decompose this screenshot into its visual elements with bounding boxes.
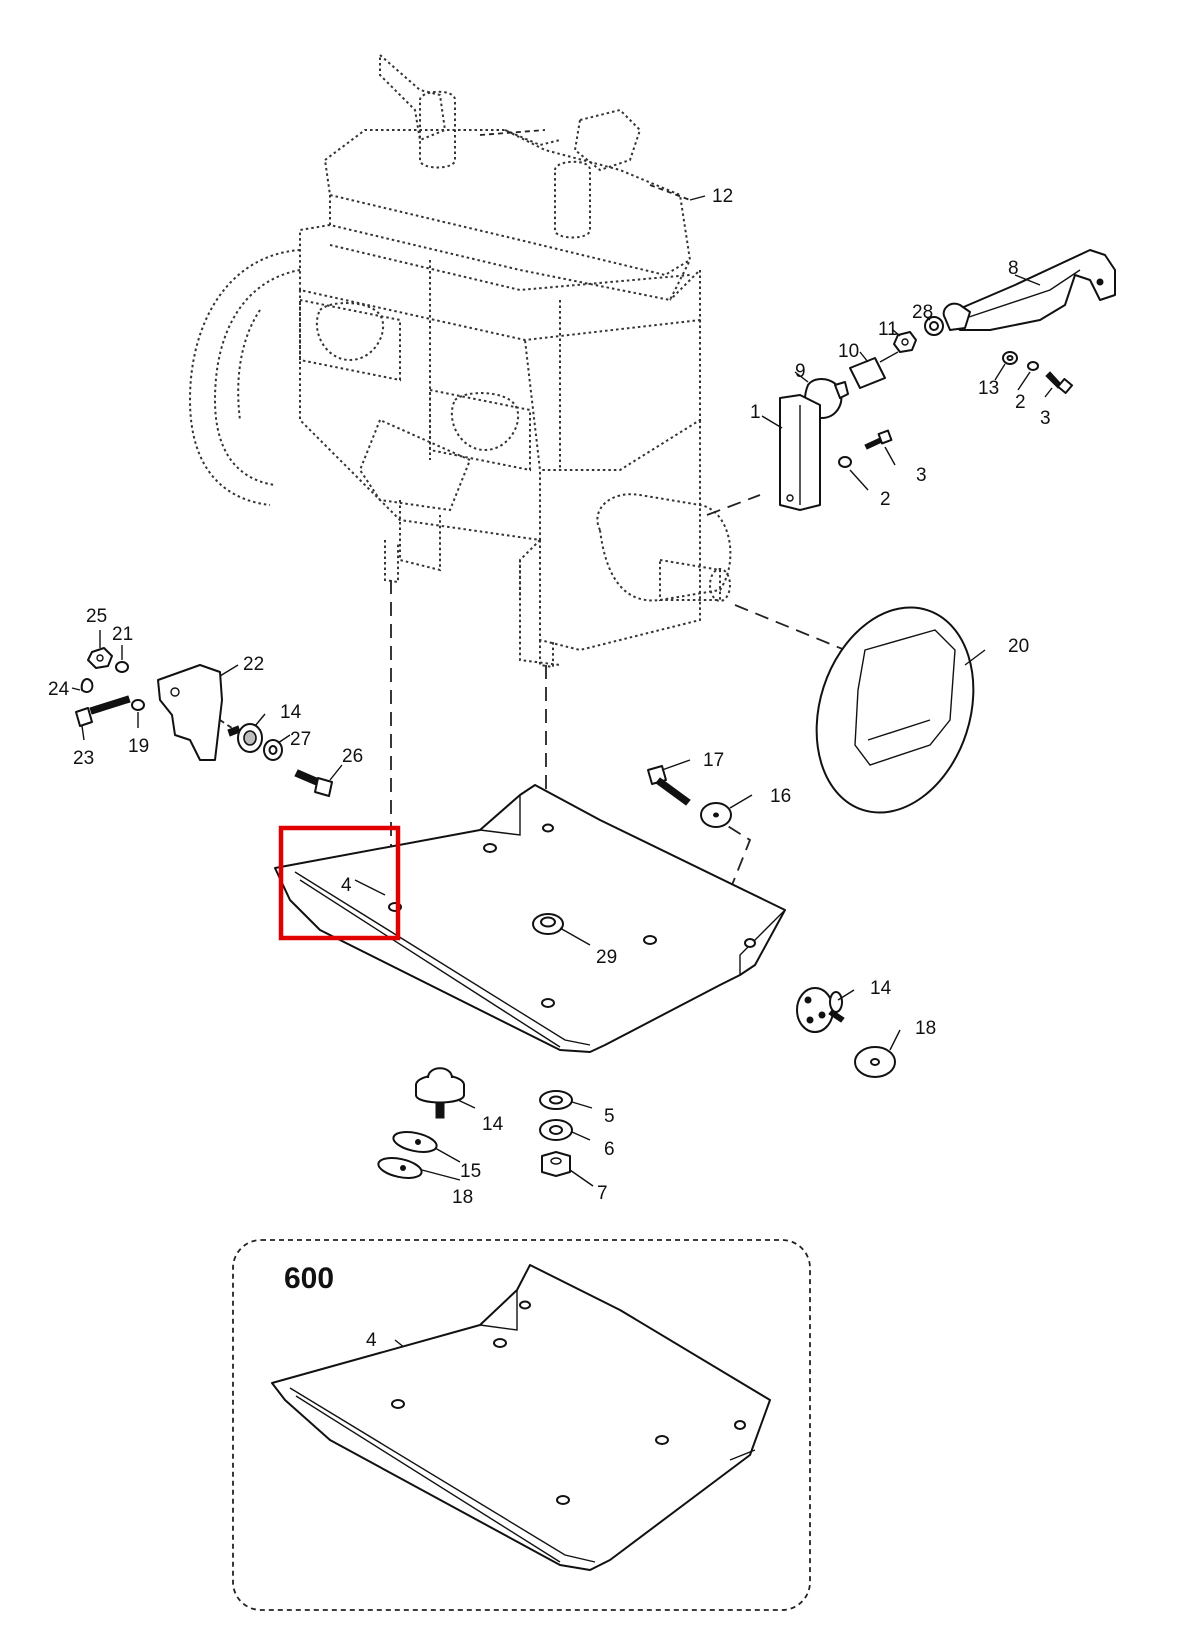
part-6-washer [539,1119,573,1141]
part-3-bolt-upper [1045,371,1074,395]
callout-28: 28 [912,302,933,323]
callout-18-right: 18 [915,1018,936,1039]
callout-21: 21 [112,624,133,645]
callout-24: 24 [48,679,70,700]
part-2-washer-lower [838,456,852,468]
callout-14-lower: 14 [482,1114,504,1135]
callout-5: 5 [604,1106,615,1127]
callout-19: 19 [128,736,149,757]
highlight-box [278,825,401,941]
part-2-washer-upper [1027,361,1039,371]
part-14-mount-right [796,987,845,1033]
part-17-bolt [647,765,691,806]
part-16-washer [700,802,732,828]
callout-2-upper: 2 [1015,392,1026,413]
callout-6: 6 [604,1139,615,1160]
part-19-washer [131,699,145,711]
part-18-washer-right [854,1046,896,1078]
part-28-spacer [924,316,944,336]
inset-title: 600 [284,1262,334,1295]
callout-1: 1 [750,402,761,423]
callout-13: 13 [978,378,999,399]
callout-4-inset: 4 [366,1330,377,1351]
callout-2-lower: 2 [880,489,891,510]
part-10-standoff [849,351,899,389]
callout-16: 16 [770,786,791,807]
callout-3-upper: 3 [1040,408,1051,429]
part-4-skid-plate-inset [271,1264,771,1571]
callout-20: 20 [1008,636,1029,657]
part-21-washer [115,661,129,673]
part-18-shim-lower [377,1157,423,1179]
callout-18-lower: 18 [452,1187,473,1208]
part-8-bracket [942,249,1116,331]
part-14-mount-left [227,723,263,753]
callout-27: 27 [290,729,311,750]
part-15-shim [392,1131,438,1153]
part-7-nut [541,1151,571,1177]
part-11-nut [893,331,917,353]
callout-12: 12 [712,186,733,207]
part-3-bolt-lower [864,429,893,450]
part-14-mount-lower [415,1067,465,1119]
part-23-bolt [75,695,131,727]
part-26-bolt [294,769,333,797]
part-20-ring [815,606,975,814]
callout-29: 29 [596,947,617,968]
callout-22: 22 [243,654,264,675]
part-4-skid-plate [274,784,786,1053]
callout-7: 7 [597,1183,608,1204]
callout-11: 11 [878,319,898,340]
callout-14-right: 14 [870,978,892,999]
callout-4: 4 [341,875,352,896]
callout-10: 10 [838,341,859,362]
part-25-nut [87,647,113,669]
part-22-bracket [157,664,223,761]
callout-23: 23 [73,748,94,769]
leader-lines [71,195,1053,1353]
callout-25: 25 [86,606,107,627]
callout-labels: 12 8 28 11 10 9 13 2 3 1 3 2 20 25 21 22… [48,186,1051,1351]
callout-14-left: 14 [280,702,302,723]
callout-17: 17 [703,750,724,771]
callout-8: 8 [1008,258,1019,279]
callout-15: 15 [460,1161,481,1182]
inset-600: 600 [232,1239,811,1611]
callout-3-lower: 3 [916,465,927,486]
part-29-grommet [532,913,564,935]
part-24-clip [80,678,94,693]
part-5-washer [539,1090,573,1110]
part-1-plate [779,394,821,511]
part-27-washer [263,739,283,761]
callout-9: 9 [795,361,806,382]
part-13-washer [1002,351,1018,365]
engine-outline [188,52,732,669]
callout-26: 26 [342,746,363,767]
